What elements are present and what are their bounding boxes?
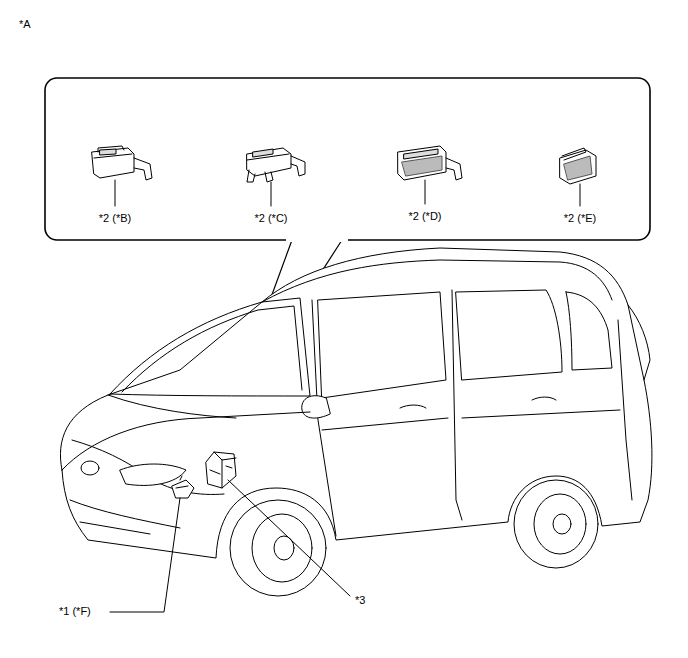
callout-number: *2 (*C) — [253, 212, 288, 225]
callout-number: *2 (*E) — [563, 212, 597, 225]
callout-number: *2 (*B) — [98, 212, 132, 225]
callout-number: *1 (*F) — [58, 605, 92, 618]
callout-number: *2 (*D) — [407, 210, 442, 223]
view-label: *A — [18, 18, 32, 31]
callout-number: *3 — [354, 594, 366, 607]
